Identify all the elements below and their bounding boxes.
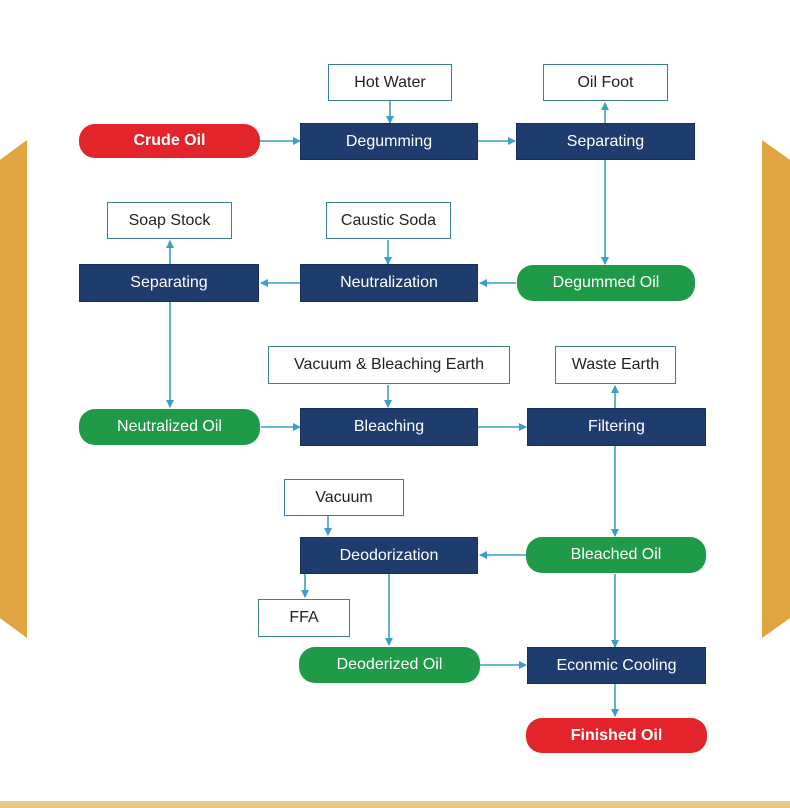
- left-accent-bar: [0, 140, 27, 638]
- deodorization-box: Deodorization: [300, 537, 478, 574]
- soap-stock-box: Soap Stock: [107, 202, 232, 239]
- ffa-box: FFA: [258, 599, 350, 637]
- vacuum-box: Vacuum: [284, 479, 404, 516]
- neutralized-oil-pill: Neutralized Oil: [79, 409, 260, 445]
- waste-earth-box: Waste Earth: [555, 346, 676, 384]
- neutralization-box: Neutralization: [300, 264, 478, 302]
- degummed-oil-pill: Degummed Oil: [517, 265, 695, 301]
- bleaching-box: Bleaching: [300, 408, 478, 446]
- hot-water-box: Hot Water: [328, 64, 452, 101]
- bottom-accent-line: [0, 801, 790, 808]
- bleached-oil-pill: Bleached Oil: [526, 537, 706, 573]
- separating-box-left: Separating: [79, 264, 259, 302]
- separating-box-top: Separating: [516, 123, 695, 160]
- filtering-box: Filtering: [527, 408, 706, 446]
- deoderized-oil-pill: Deoderized Oil: [299, 647, 480, 683]
- finished-oil-pill: Finished Oil: [526, 718, 707, 753]
- crude-oil-pill: Crude Oil: [79, 124, 260, 158]
- vacuum-bleaching-earth-box: Vacuum & Bleaching Earth: [268, 346, 510, 384]
- degumming-box: Degumming: [300, 123, 478, 160]
- caustic-soda-box: Caustic Soda: [326, 202, 451, 239]
- oil-foot-box: Oil Foot: [543, 64, 668, 101]
- econmic-cooling-box: Econmic Cooling: [527, 647, 706, 684]
- right-accent-bar: [762, 140, 790, 638]
